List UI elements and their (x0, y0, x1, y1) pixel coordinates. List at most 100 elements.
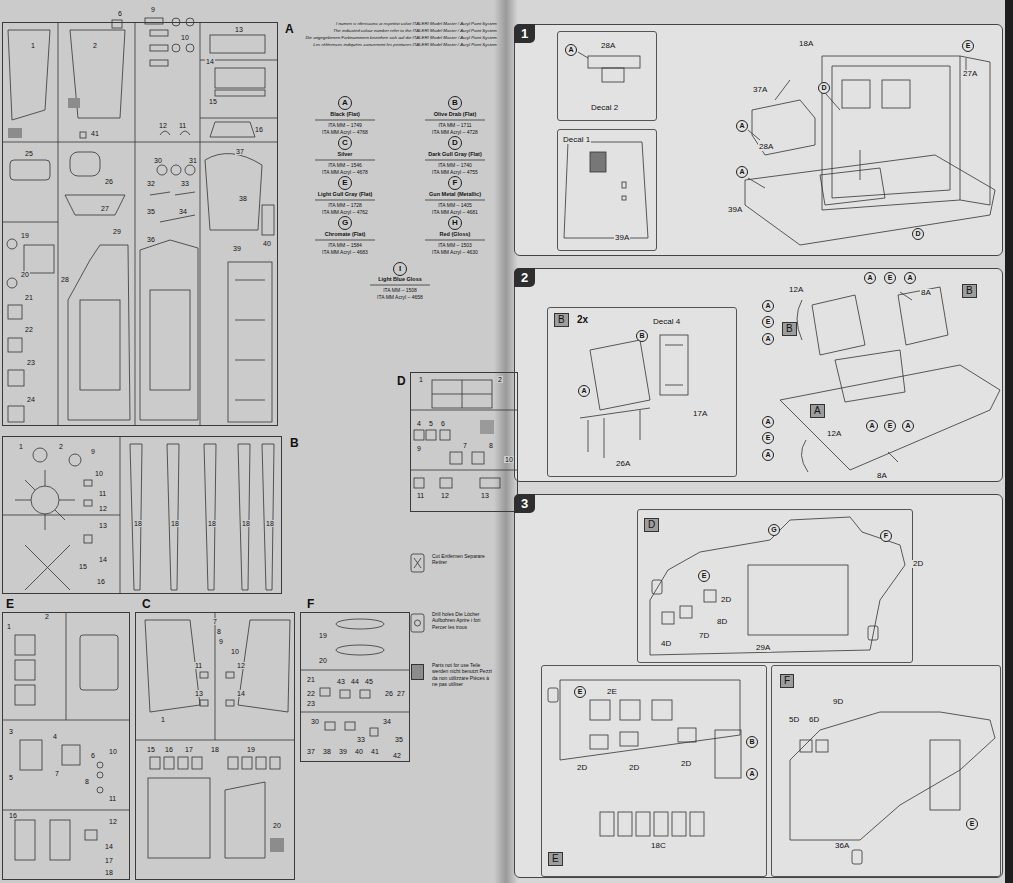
color-callout: E (962, 40, 974, 52)
legend-text: Cut Entfernen Separare Retirer (432, 553, 494, 566)
part-number: 18 (265, 520, 275, 527)
part-number: 16 (96, 578, 106, 585)
part-callout: 18C (650, 842, 667, 850)
sprue-frame: B (2, 436, 282, 594)
part-number: 10 (230, 648, 240, 655)
paint-code: ITA MM Acryl – 4728 (432, 130, 478, 135)
color-callout: E (574, 686, 586, 698)
color-callout: A (902, 420, 914, 432)
part-callout: 39A (614, 234, 630, 242)
part-number: 2 (44, 613, 50, 620)
part-callout: 8A (920, 289, 932, 297)
part-number: 39 (232, 245, 242, 252)
part-number: 37 (306, 748, 316, 755)
part-number: 20 (20, 271, 30, 278)
note-text: Die angegebenen Farbnummern beziehen sic… (305, 36, 497, 40)
part-number: 14 (236, 690, 246, 697)
paint-code: ITA MM – 1728 (328, 203, 362, 208)
part-number: 2 (497, 376, 503, 383)
part-number: 35 (394, 736, 404, 743)
color-callout: E (762, 316, 774, 328)
paint-code: ITA MM – 1503 (438, 243, 472, 248)
part-callout: 17A (692, 410, 708, 418)
part-callout: 2x (576, 315, 589, 325)
part-number: 34 (178, 208, 188, 215)
sub-step-marker: E (548, 852, 563, 866)
part-number: 7 (462, 442, 468, 449)
part-number: 23 (306, 700, 316, 707)
part-number: 20 (272, 822, 282, 829)
paint-code: ITA MM – 1508 (383, 288, 417, 293)
part-number: 23 (26, 359, 36, 366)
part-number: 19 (246, 746, 256, 753)
part-number: 12 (98, 505, 108, 512)
step-number: 3 (514, 494, 535, 513)
color-callout: A (762, 333, 774, 345)
sprue-letter: C (141, 598, 152, 610)
part-callout: 5D (788, 716, 800, 724)
part-callout: 2D (628, 764, 640, 772)
color-name: Light Gull Gray (Flat) (318, 192, 373, 198)
part-number: 22 (24, 326, 34, 333)
color-name: Silver (338, 152, 353, 158)
part-number: 4 (52, 733, 58, 740)
paint-code: ITA MM Acryl – 4683 (322, 250, 368, 255)
sub-step-marker: A (810, 404, 825, 418)
part-number: 39 (338, 748, 348, 755)
part-callout: 27A (962, 70, 978, 78)
part-number: 35 (146, 208, 156, 215)
part-number: 10 (94, 470, 104, 477)
paint-code: ITA MM – 1584 (328, 243, 362, 248)
paint-code: ITA MM – 1546 (328, 163, 362, 168)
part-callout: 26A (615, 460, 631, 468)
color-letter: F (448, 176, 462, 190)
sprue-frame: A (2, 22, 278, 426)
color-callout: A (904, 272, 916, 284)
color-name: Dark Gull Gray (Flat) (428, 152, 482, 158)
part-number: 17 (184, 746, 194, 753)
part-callout: 8D (716, 618, 728, 626)
part-number: 8 (84, 778, 90, 785)
part-number: 6 (440, 420, 446, 427)
part-number: 18 (241, 520, 251, 527)
note-text: Les références indiquées concernent les … (313, 43, 497, 47)
paint-code: ITA MM Acryl – 4762 (322, 210, 368, 215)
part-number: 24 (26, 396, 36, 403)
part-number: 21 (306, 676, 316, 683)
sub-step-marker: D (644, 518, 659, 532)
part-number: 40 (354, 748, 364, 755)
part-number: 38 (322, 748, 332, 755)
part-number: 7 (212, 618, 218, 625)
part-number: 17 (104, 857, 114, 864)
part-callout: 2D (912, 560, 924, 568)
color-letter: D (448, 136, 462, 150)
color-callout: E (884, 420, 896, 432)
part-callout: Decal 4 (652, 318, 681, 326)
part-callout: 6D (808, 716, 820, 724)
part-number: 18 (170, 520, 180, 527)
part-number: 1 (30, 42, 36, 49)
part-callout: 37A (752, 86, 768, 94)
part-number: 20 (318, 657, 328, 664)
part-number: 9 (150, 6, 156, 13)
part-number: 38 (238, 195, 248, 202)
part-number: 18 (133, 520, 143, 527)
part-number: 1 (160, 716, 166, 723)
part-number: 9 (218, 638, 224, 645)
part-number: 11 (178, 122, 187, 129)
sub-step-marker: F (780, 674, 794, 688)
part-number: 14 (205, 58, 215, 65)
note-text: I numeri si riferiscono ai rispettivi co… (336, 22, 497, 26)
part-number: 15 (146, 746, 156, 753)
part-number: 13 (480, 492, 490, 499)
sub-step-marker: B (962, 284, 977, 298)
part-number: 6 (90, 752, 96, 759)
part-number: 30 (310, 718, 320, 725)
color-callout: E (966, 818, 978, 830)
part-number: 28 (60, 276, 70, 283)
sprue-letter: F (306, 598, 315, 610)
part-number: 9 (90, 448, 96, 455)
sprue-frame: E (2, 612, 130, 880)
color-name: Black (Flat) (330, 112, 360, 118)
part-callout: 28A (600, 42, 616, 50)
